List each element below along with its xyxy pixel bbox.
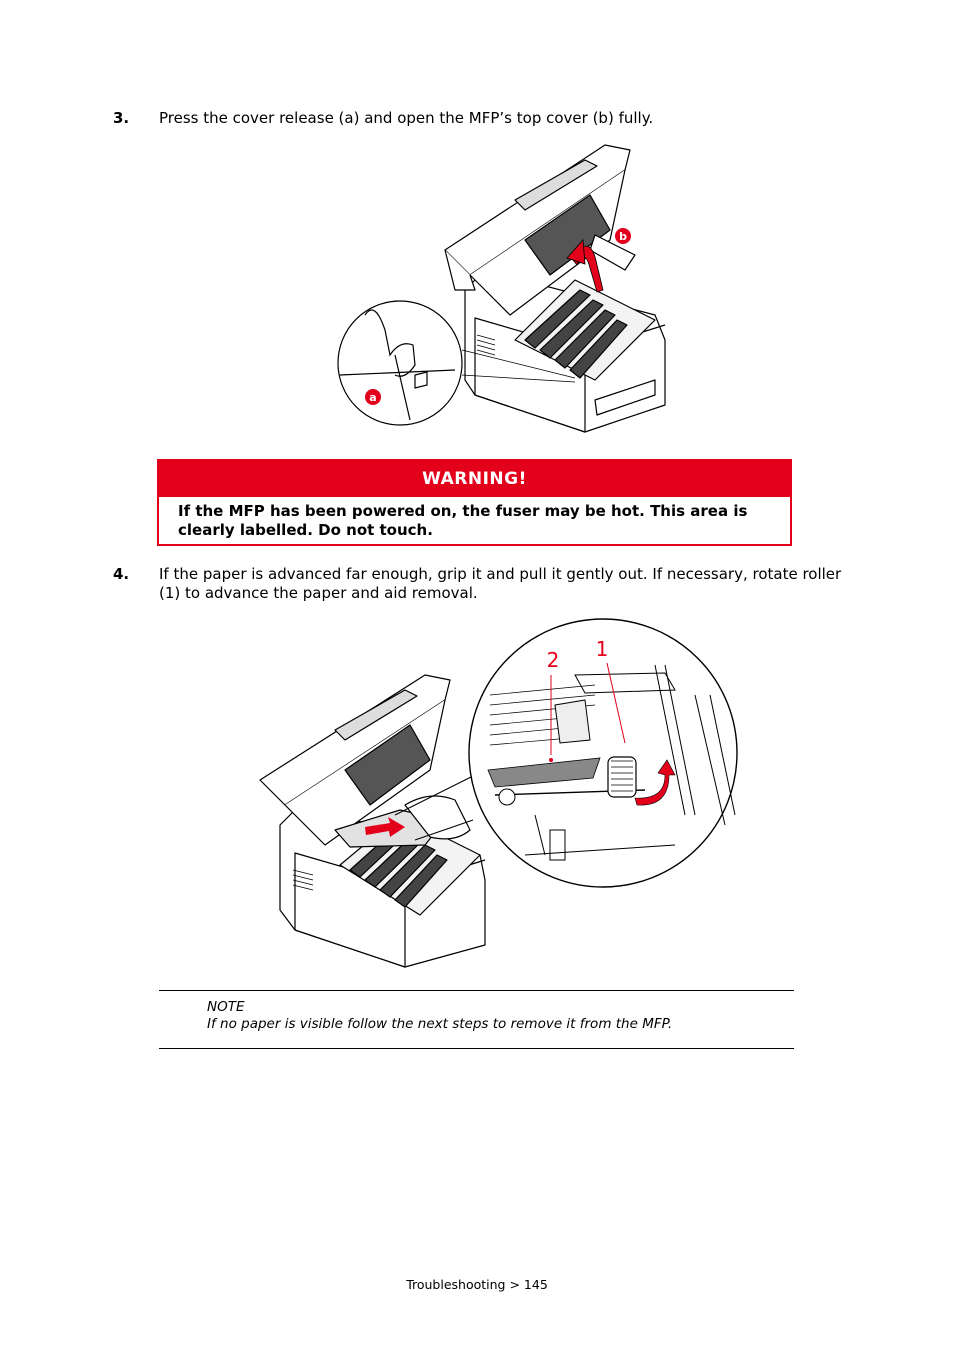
page-footer: Troubleshooting > 145	[406, 1277, 548, 1292]
label-a: a	[369, 391, 376, 404]
step-number: 3.	[113, 109, 130, 127]
figure-open-top-cover: a b	[337, 144, 666, 433]
step-text: If the paper is advanced far enough, gri…	[159, 565, 842, 602]
label-b: b	[619, 230, 627, 243]
warning-title: WARNING!	[159, 461, 790, 497]
warning-box: WARNING! If the MFP has been powered on,…	[157, 459, 792, 546]
label-1: 1	[596, 637, 609, 661]
step-number: 4.	[113, 565, 130, 583]
label-2: 2	[547, 648, 560, 672]
note-block: NOTE If no paper is visible follow the n…	[207, 999, 672, 1033]
step-text: Press the cover release (a) and open the…	[159, 109, 654, 127]
note-divider-top	[159, 990, 794, 991]
note-divider-bottom	[159, 1048, 794, 1049]
note-title: NOTE	[207, 999, 245, 1015]
note-text: If no paper is visible follow the next s…	[207, 1016, 673, 1032]
warning-text: If the MFP has been powered on, the fuse…	[178, 502, 748, 539]
figure-remove-paper: 2 1	[259, 618, 738, 968]
